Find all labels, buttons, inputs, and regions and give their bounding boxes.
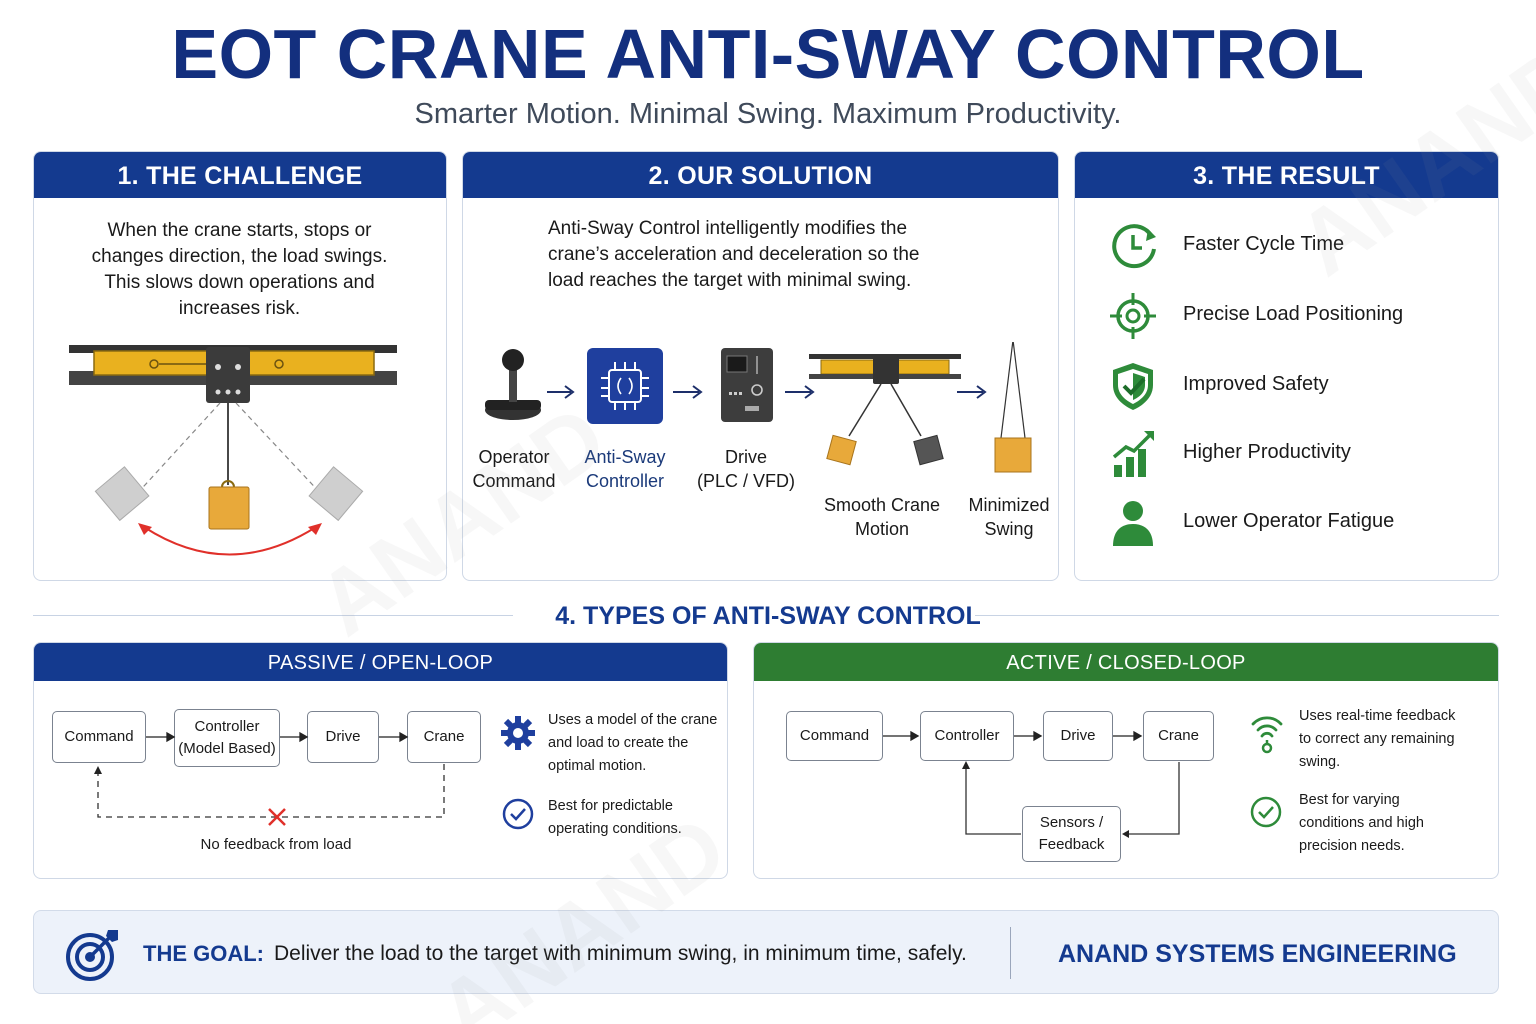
center-load <box>208 486 250 530</box>
mini-crane-icon <box>809 354 961 466</box>
result-heading: 3. THE RESULT <box>1075 152 1498 198</box>
company-name: ANAND SYSTEMS ENGINEERING <box>1058 940 1457 968</box>
result-item-safety: Improved Safety <box>1108 361 1488 411</box>
active-flow-lines <box>883 730 1180 838</box>
passive-panel: PASSIVE / OPEN-LOOP <box>33 642 728 879</box>
crane-trolley <box>206 347 250 403</box>
check-circle-icon <box>502 798 534 830</box>
solution-heading: 2. OUR SOLUTION <box>463 152 1058 198</box>
page-subtitle: Smarter Motion. Minimal Swing. Maximum P… <box>414 98 1122 130</box>
active-command-box: Command <box>786 711 883 761</box>
result-item-cycle-time: Faster Cycle Time <box>1108 221 1488 271</box>
active-controller-box: Controller <box>920 711 1014 761</box>
result-item-positioning: Precise Load Positioning <box>1108 291 1488 341</box>
chip-brain-icon <box>587 348 663 424</box>
passive-drive-box: Drive <box>307 711 379 763</box>
joystick-icon <box>485 349 541 420</box>
goal-divider <box>1010 927 1011 979</box>
section-divider-right <box>975 615 1499 616</box>
active-heading: ACTIVE / CLOSED-LOOP <box>754 643 1498 681</box>
active-crane-box: Crane <box>1143 711 1214 761</box>
minimized-swing-icon <box>994 342 1032 473</box>
solution-flow-graphics <box>485 342 1032 473</box>
challenge-panel: 1. THE CHALLENGE When the crane starts, … <box>33 151 447 581</box>
goal-text: Deliver the load to the target with mini… <box>274 942 967 965</box>
wireless-signal-icon <box>1251 716 1283 754</box>
target-icon <box>1110 293 1156 339</box>
bullseye-icon <box>66 930 118 981</box>
goal-label: THE GOAL: <box>143 941 264 966</box>
active-drive-box: Drive <box>1043 711 1113 761</box>
growth-chart-icon <box>1112 431 1154 477</box>
no-feedback-x-icon <box>268 808 286 826</box>
swing-arrow <box>143 526 317 556</box>
solution-panel: 2. OUR SOLUTION Anti-Sway Control intell… <box>462 151 1059 581</box>
drive-vfd-icon <box>721 348 773 422</box>
result-item-fatigue: Lower Operator Fatigue <box>1108 498 1488 548</box>
clock-icon <box>1112 224 1156 269</box>
passive-crane-box: Crane <box>407 711 481 763</box>
types-heading: 4. TYPES OF ANTI-SWAY CONTROL <box>555 602 981 630</box>
flow-drive: Drive(PLC / VFD) <box>696 447 795 491</box>
challenge-text: When the crane starts, stops or changes … <box>91 220 388 319</box>
gear-icon <box>501 716 535 750</box>
result-item-productivity: Higher Productivity <box>1108 429 1488 479</box>
goal-banner: THE GOAL: Deliver the load to the target… <box>33 910 1499 994</box>
check-circle-green-icon <box>1250 796 1282 828</box>
passive-flow-lines <box>94 731 445 826</box>
page-title: EOT CRANE ANTI-SWAY CONTROL <box>171 15 1365 93</box>
solution-text: Anti-Sway Control intelligently modifies… <box>548 218 920 291</box>
shield-check-icon <box>1113 363 1153 410</box>
section-divider-left <box>33 615 513 616</box>
challenge-heading: 1. THE CHALLENGE <box>34 152 446 198</box>
passive-heading: PASSIVE / OPEN-LOOP <box>34 643 727 681</box>
crane-swing-illustration <box>69 345 397 556</box>
result-panel: 3. THE RESULT <box>1074 151 1499 581</box>
passive-controller-box: Controller(Model Based) <box>174 709 280 767</box>
passive-command-box: Command <box>52 711 146 763</box>
active-sensors-box: Sensors /Feedback <box>1022 806 1121 862</box>
no-feedback-label: No feedback from load <box>200 836 352 853</box>
person-icon <box>1113 501 1153 546</box>
